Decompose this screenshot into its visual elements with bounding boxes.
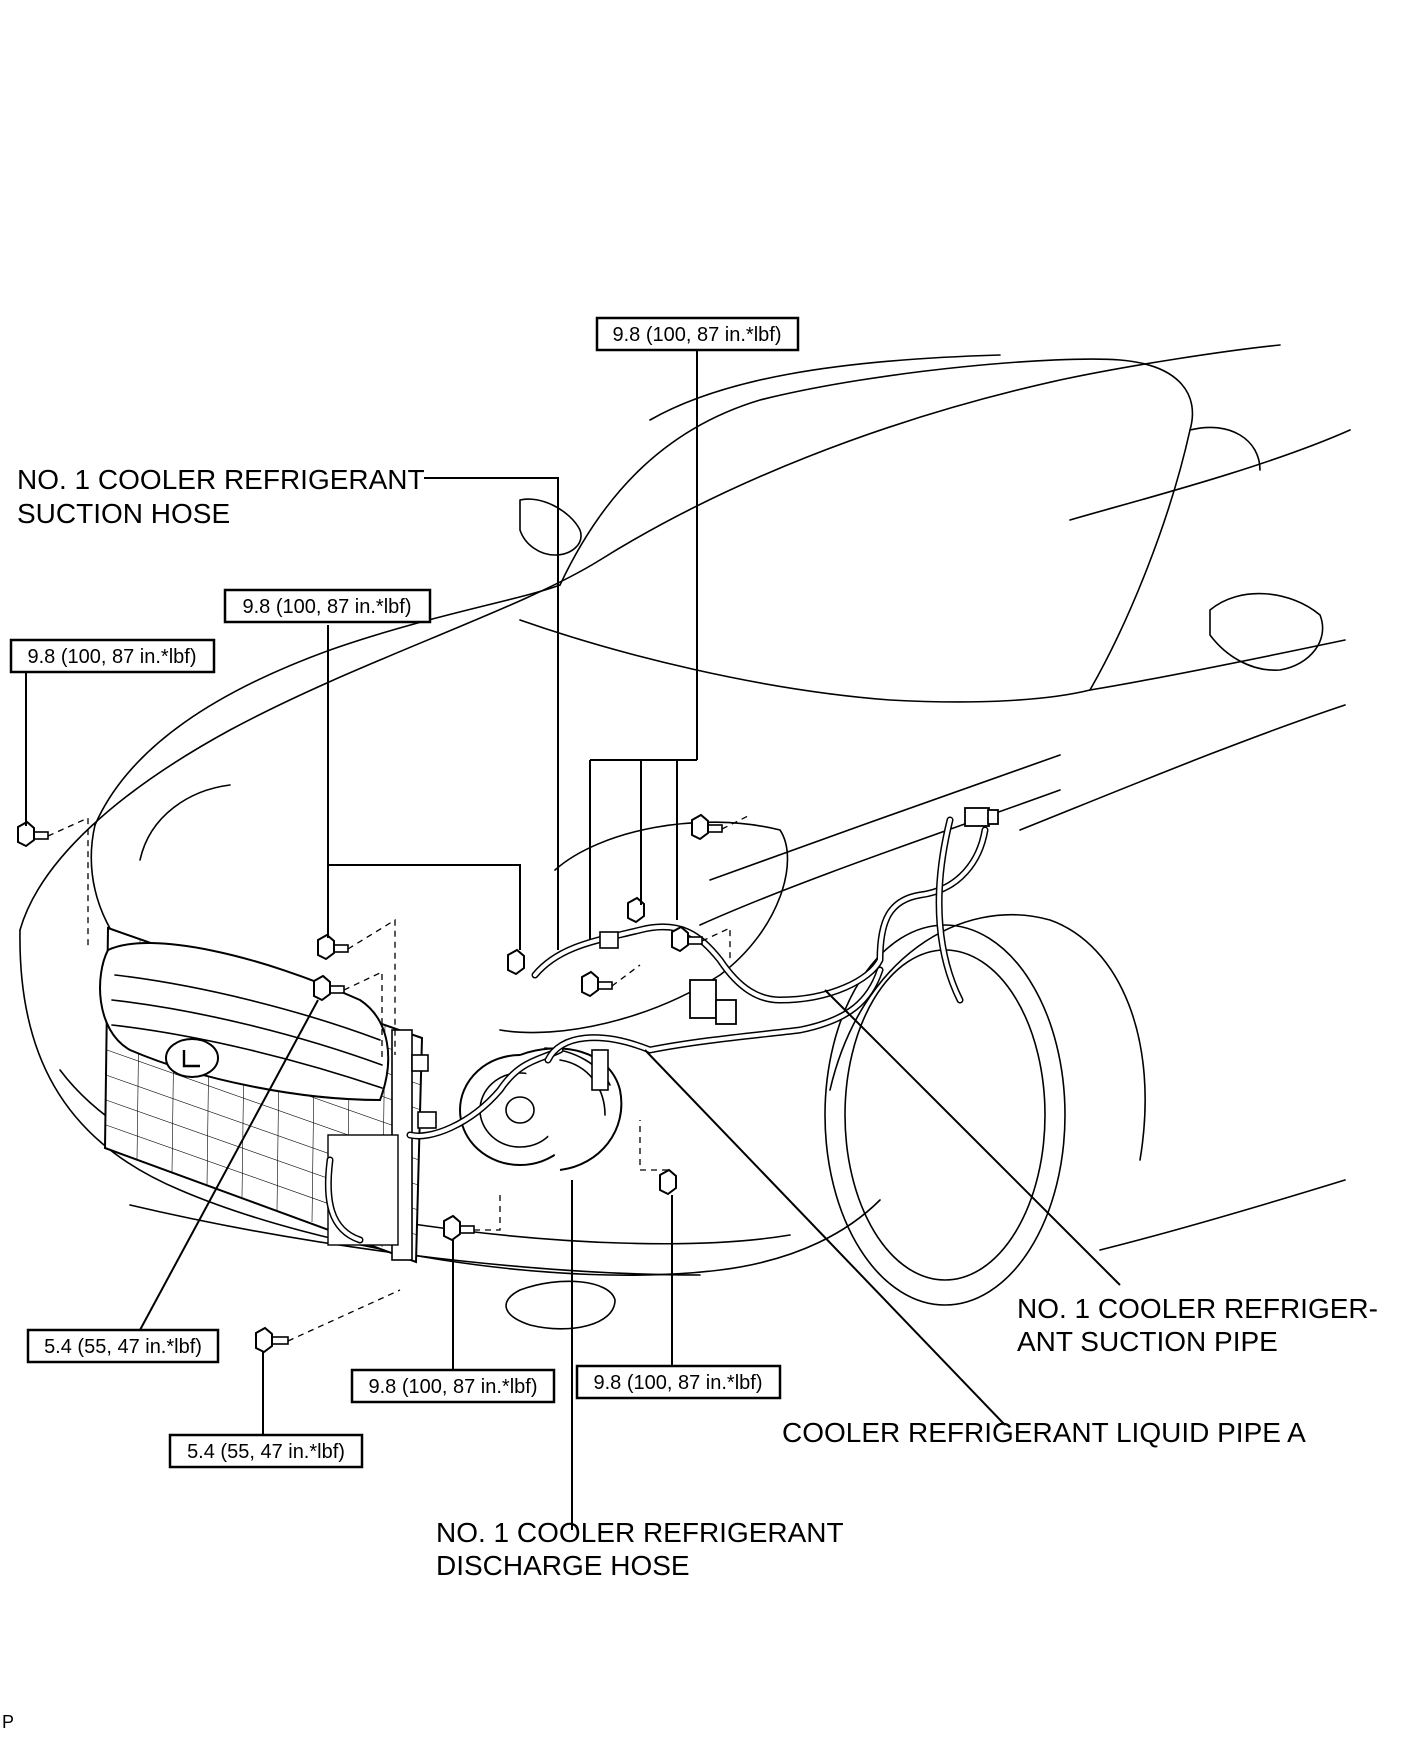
svg-text:9.8 (100, 87 in.*lbf): 9.8 (100, 87 in.*lbf)	[594, 1372, 763, 1394]
svg-text:5.4 (55, 47 in.*lbf): 5.4 (55, 47 in.*lbf)	[44, 1336, 202, 1358]
svg-text:NO. 1 COOLER REFRIGER-: NO. 1 COOLER REFRIGER-	[1017, 1293, 1378, 1324]
installation-guide-lines	[47, 814, 751, 1342]
bolt-b	[317, 933, 349, 961]
torque-spec-bottom-left: 5.4 (55, 47 in.*lbf)	[168, 1433, 364, 1469]
bolt-a	[17, 820, 49, 848]
svg-text:DISCHARGE HOSE: DISCHARGE HOSE	[436, 1550, 690, 1581]
leader-lines	[25, 350, 1121, 1530]
torque-spec-bottom-right: 9.8 (100, 87 in.*lbf)	[575, 1364, 782, 1400]
corner-mark: P	[2, 1712, 14, 1732]
torque-spec-top: 9.8 (100, 87 in.*lbf)	[595, 316, 800, 352]
svg-text:NO. 1 COOLER REFRIGERANT: NO. 1 COOLER REFRIGERANT	[436, 1517, 844, 1548]
callout-discharge-hose: NO. 1 COOLER REFRIGERANT DISCHARGE HOSE	[436, 1517, 844, 1581]
bolt-j	[659, 1168, 677, 1196]
svg-text:9.8 (100, 87 in.*lbf): 9.8 (100, 87 in.*lbf)	[243, 596, 412, 618]
car-body-outline	[19, 344, 1351, 1330]
callout-suction-hose: NO. 1 COOLER REFRIGERANT SUCTION HOSE	[17, 464, 425, 529]
svg-text:5.4 (55, 47 in.*lbf): 5.4 (55, 47 in.*lbf)	[187, 1441, 345, 1463]
bolt-e	[581, 970, 613, 998]
callout-suction-pipe: NO. 1 COOLER REFRIGER- ANT SUCTION PIPE	[1017, 1293, 1378, 1357]
svg-text:ANT SUCTION PIPE: ANT SUCTION PIPE	[1017, 1326, 1278, 1357]
bolt-k	[255, 1326, 289, 1354]
svg-text:NO. 1 COOLER REFRIGERANT: NO. 1 COOLER REFRIGERANT	[17, 464, 425, 495]
svg-text:9.8 (100, 87 in.*lbf): 9.8 (100, 87 in.*lbf)	[28, 646, 197, 668]
bolt-c	[313, 974, 345, 1002]
torque-spec-mid-left: 9.8 (100, 87 in.*lbf)	[223, 588, 432, 624]
svg-text:COOLER REFRIGERANT LIQUID PIPE: COOLER REFRIGERANT LIQUID PIPE A	[782, 1417, 1306, 1448]
svg-text:9.8 (100, 87 in.*lbf): 9.8 (100, 87 in.*lbf)	[613, 324, 782, 346]
refrigerant-lines	[324, 807, 999, 1244]
svg-text:9.8 (100, 87 in.*lbf): 9.8 (100, 87 in.*lbf)	[369, 1376, 538, 1398]
bolt-i	[443, 1214, 475, 1242]
bolt-d	[507, 948, 525, 976]
torque-spec-left: 9.8 (100, 87 in.*lbf)	[9, 638, 216, 674]
bolt-h	[691, 813, 723, 841]
torque-spec-bottom-center: 9.8 (100, 87 in.*lbf)	[350, 1368, 556, 1404]
callout-liquid-pipe: COOLER REFRIGERANT LIQUID PIPE A	[782, 1417, 1306, 1448]
svg-text:SUCTION HOSE: SUCTION HOSE	[17, 498, 230, 529]
bolt-g	[671, 925, 703, 953]
torque-spec-lower-left: 5.4 (55, 47 in.*lbf)	[26, 1328, 220, 1364]
